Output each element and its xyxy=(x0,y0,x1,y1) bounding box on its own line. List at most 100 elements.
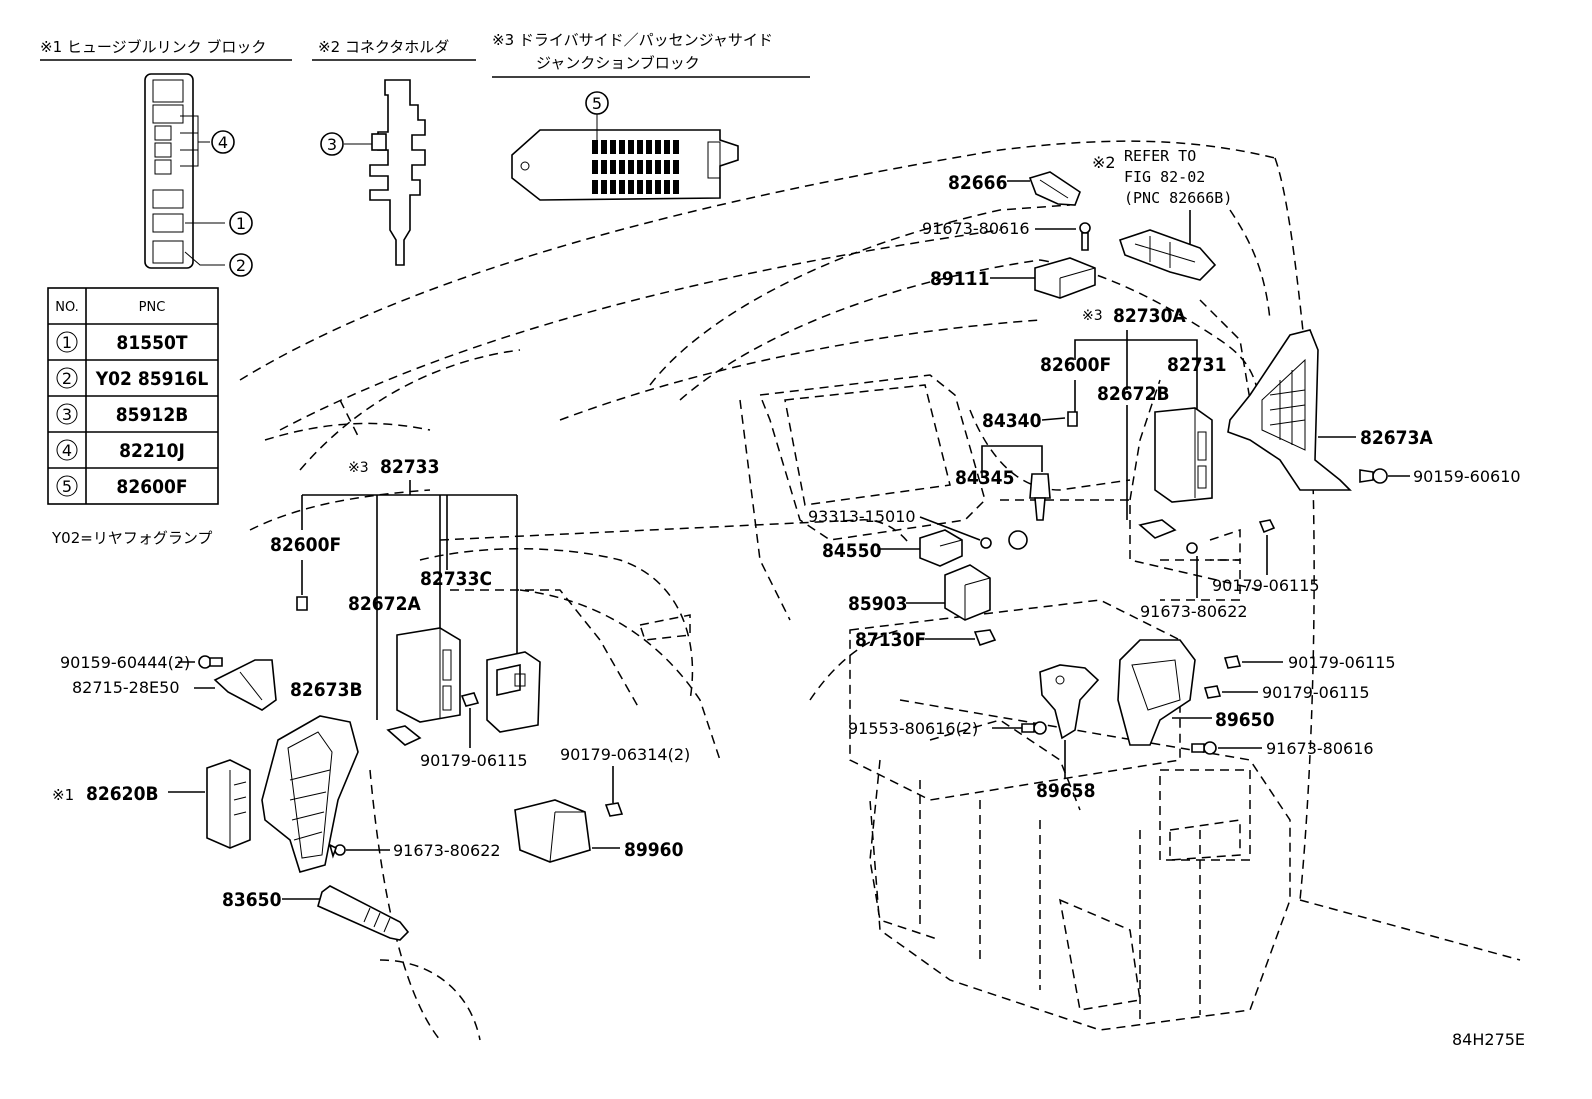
part-83650: 83650 xyxy=(222,885,410,941)
svg-text:82733: 82733 xyxy=(380,456,439,478)
connector-holder-drawing xyxy=(344,79,426,266)
table-row-pnc: 85912B xyxy=(116,404,189,426)
part-82673B-bracket: 82673B xyxy=(261,679,363,873)
part-82733C-module xyxy=(486,651,541,733)
part-90179-06115-c: 90179-06115 xyxy=(1203,683,1370,702)
part-82672A: 82672A xyxy=(348,593,421,615)
svg-text:※3: ※3 xyxy=(1082,308,1103,324)
part-82733C: 82733C xyxy=(420,568,492,590)
svg-text:※1 ヒュージブルリンク ブロック: ※1 ヒュージブルリンク ブロック xyxy=(40,38,266,56)
part-90179-06115-d: 90179-06115 xyxy=(420,692,528,770)
table-row-no: 1 xyxy=(62,333,72,352)
svg-text:90159-60610: 90159-60610 xyxy=(1413,467,1521,486)
part-91673-80616-bottom: 91673-80616 xyxy=(1191,739,1374,758)
table-row-pnc: 81550T xyxy=(116,332,187,354)
part-91553-80616: 91553-80616(2) xyxy=(848,719,1047,738)
svg-text:91673-80622: 91673-80622 xyxy=(1140,602,1248,621)
svg-text:82600F: 82600F xyxy=(1040,354,1111,376)
table-header-pnc: PNC xyxy=(139,300,166,315)
part-82733-ecu xyxy=(386,627,461,746)
part-90159-60444: 90159-60444(2) xyxy=(60,653,223,672)
part-82672B-clip xyxy=(1138,519,1177,539)
part-82620B: ※1 82620B xyxy=(52,759,251,849)
part-84345: 84345 xyxy=(955,445,1051,550)
svg-text:※2 コネクタホルダ: ※2 コネクタホルダ xyxy=(318,38,449,56)
figure-id: 84H275E xyxy=(1452,1030,1525,1049)
svg-text:82673A: 82673A xyxy=(1360,427,1433,449)
part-82666: 82666 xyxy=(948,171,1081,206)
svg-text:82672B: 82672B xyxy=(1097,383,1170,405)
header-fusible-link-block: ※1 ヒュージブルリンク ブロック xyxy=(40,38,292,61)
svg-text:5: 5 xyxy=(592,94,602,113)
part-82731-ecu xyxy=(1154,407,1213,503)
svg-text:4: 4 xyxy=(218,133,228,152)
svg-text:89650: 89650 xyxy=(1215,709,1275,731)
svg-text:(PNC 82666B): (PNC 82666B) xyxy=(1124,189,1232,207)
fusible-link-block-drawing xyxy=(144,73,225,269)
svg-text:ジャンクションブロック: ジャンクションブロック xyxy=(536,54,700,72)
callout-2: 2 xyxy=(229,253,253,277)
part-91673-80622-b: 91673-80622 xyxy=(328,841,501,860)
part-90179-06115-b: 90179-06115 xyxy=(1223,653,1396,672)
table-row-no: 5 xyxy=(62,477,72,496)
svg-text:84340: 84340 xyxy=(982,410,1042,432)
svg-text:82600F: 82600F xyxy=(270,534,341,556)
part-82673A-bracket: 82673A xyxy=(1227,329,1433,491)
svg-text:90179-06115: 90179-06115 xyxy=(420,751,528,770)
refer-note: ※2 REFER TO FIG 82-02 (PNC 82666B) xyxy=(1092,147,1232,258)
callout-4: 4 xyxy=(211,130,235,154)
pnc-table: NO. PNC 1 81550T 2 Y02 85916L 3 85912B 4… xyxy=(47,287,219,505)
svg-text:1: 1 xyxy=(236,214,246,233)
table-row-no: 3 xyxy=(62,405,72,424)
part-91673-80622-a: 91673-80622 xyxy=(1140,542,1248,621)
svg-text:83650: 83650 xyxy=(222,889,282,911)
svg-text:82666: 82666 xyxy=(948,172,1007,194)
part-90179-06115-a: 90179-06115 xyxy=(1212,519,1320,595)
dashboard-outline xyxy=(239,140,1521,1041)
part-89650: 89650 xyxy=(1117,639,1275,746)
svg-text:93313-15010: 93313-15010 xyxy=(808,507,916,526)
svg-text:89658: 89658 xyxy=(1036,780,1095,802)
part-90159-60610: 90159-60610 xyxy=(1359,467,1521,486)
svg-text:90179-06115: 90179-06115 xyxy=(1288,653,1396,672)
callout-1: 1 xyxy=(229,211,253,235)
part-84550: 84550 xyxy=(822,529,963,567)
header-junction-block: ※3 ドライバサイド／パッセンジャサイド ジャンクションブロック xyxy=(492,31,810,78)
svg-text:91553-80616(2): 91553-80616(2) xyxy=(848,719,978,738)
svg-text:91673-80616: 91673-80616 xyxy=(922,219,1030,238)
svg-text:82733C: 82733C xyxy=(420,568,492,590)
svg-text:82673B: 82673B xyxy=(290,679,363,701)
svg-text:82672A: 82672A xyxy=(348,593,421,615)
part-82715-28E50: 82715-28E50 xyxy=(72,659,277,711)
svg-text:89111: 89111 xyxy=(930,268,989,290)
svg-text:82620B: 82620B xyxy=(86,783,159,805)
svg-text:91673-80622: 91673-80622 xyxy=(393,841,501,860)
svg-text:89960: 89960 xyxy=(624,839,684,861)
part-93313-15010: 93313-15010 xyxy=(808,507,992,549)
callout-5: 5 xyxy=(585,91,609,115)
svg-text:82730A: 82730A xyxy=(1113,305,1186,327)
part-89658: 89658 xyxy=(1036,664,1100,802)
svg-text:87130F: 87130F xyxy=(855,629,926,651)
svg-text:91673-80616: 91673-80616 xyxy=(1266,739,1374,758)
part-87130F: 87130F xyxy=(855,629,997,651)
svg-text:※2: ※2 xyxy=(1092,153,1116,172)
table-row-no: 2 xyxy=(62,369,72,388)
svg-text:※3 ドライバサイド／パッセンジャサイド: ※3 ドライバサイド／パッセンジャサイド xyxy=(492,31,773,49)
svg-text:REFER TO: REFER TO xyxy=(1124,147,1196,165)
svg-text:90159-60444(2): 90159-60444(2) xyxy=(60,653,190,672)
callout-3: 3 xyxy=(320,132,344,156)
table-row-pnc: 82600F xyxy=(116,476,187,498)
svg-text:2: 2 xyxy=(236,256,246,275)
svg-text:84345: 84345 xyxy=(955,467,1014,489)
table-note: Y02=リヤフォグランプ xyxy=(51,529,212,547)
svg-text:3: 3 xyxy=(327,135,337,154)
svg-text:90179-06115: 90179-06115 xyxy=(1262,683,1370,702)
part-89111: 89111 xyxy=(930,257,1096,299)
junction-block-drawing xyxy=(511,112,739,201)
table-row-no: 4 xyxy=(62,441,72,460)
part-85903: 85903 xyxy=(848,564,991,621)
svg-text:※3: ※3 xyxy=(348,460,369,476)
svg-text:FIG 82-02: FIG 82-02 xyxy=(1124,168,1205,186)
